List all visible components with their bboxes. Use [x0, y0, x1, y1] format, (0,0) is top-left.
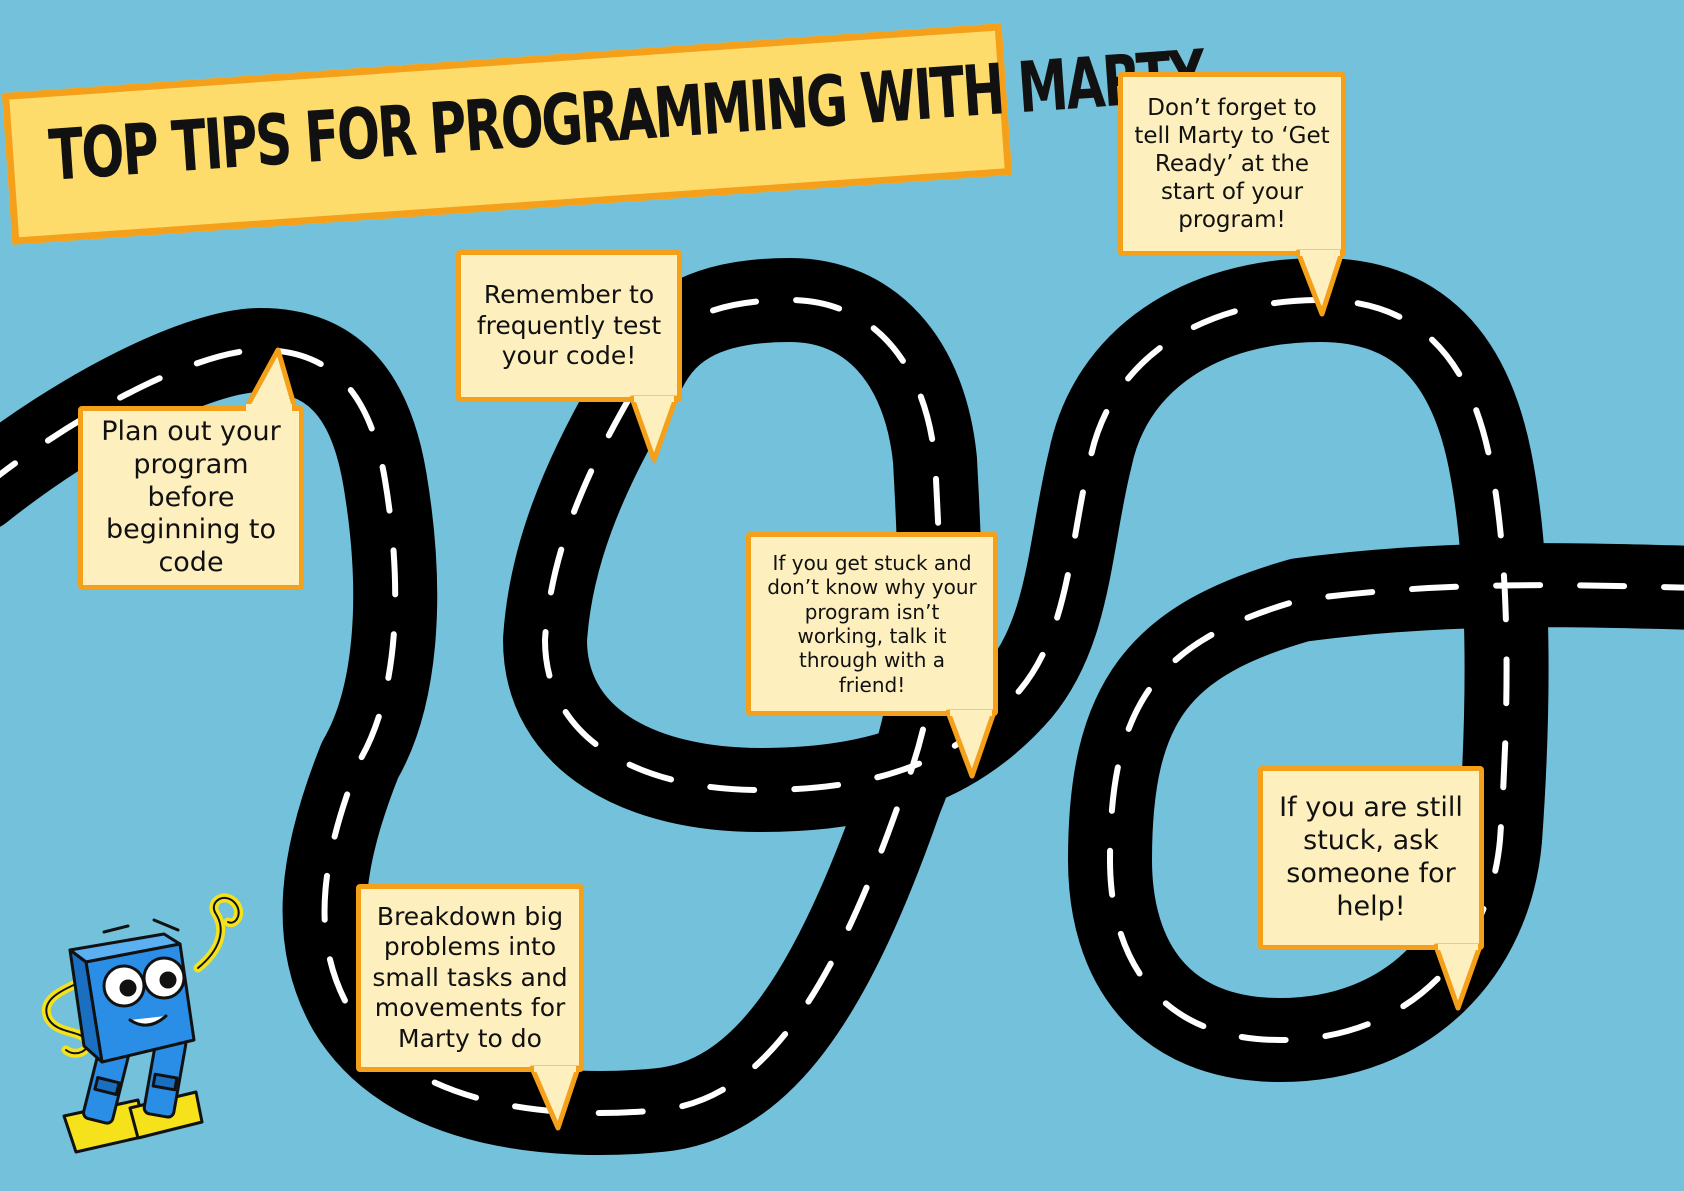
tip-talk: If you get stuck and don’t know why your…: [746, 532, 998, 716]
marty-robot-icon: [41, 893, 244, 1154]
tip-plan-text: Plan out your program before beginning t…: [101, 415, 281, 579]
tip-test-pointer: [629, 395, 679, 463]
road-marking: [0, 297, 1684, 1117]
tip-plan-pointer-cover: [246, 404, 292, 412]
banner-title: TOP TIPS FOR PROGRAMMING WITH MARTY: [46, 34, 1207, 197]
tip-talk-pointer: [945, 709, 997, 779]
tip-get-ready-pointer: [1295, 249, 1345, 317]
tip-get-ready: Don’t forget to tell Marty to ‘Get Ready…: [1118, 72, 1346, 256]
tip-test: Remember to frequently test your code!: [456, 250, 682, 402]
tip-test-text: Remember to frequently test your code!: [476, 280, 662, 371]
tip-ask-text: If you are still stuck, ask someone for …: [1279, 792, 1463, 922]
tip-breakdown-text: Breakdown big problems into small tasks …: [372, 901, 568, 1053]
tip-breakdown-pointer: [529, 1065, 581, 1131]
tip-breakdown: Breakdown big problems into small tasks …: [356, 884, 584, 1072]
tip-ask: If you are still stuck, ask someone for …: [1258, 766, 1484, 950]
tip-get-ready-text: Don’t forget to tell Marty to ‘Get Ready…: [1134, 94, 1330, 234]
tip-ask-pointer: [1433, 943, 1483, 1011]
tip-talk-text: If you get stuck and don’t know why your…: [767, 550, 977, 697]
tip-plan: Plan out your program before beginning t…: [78, 406, 304, 590]
